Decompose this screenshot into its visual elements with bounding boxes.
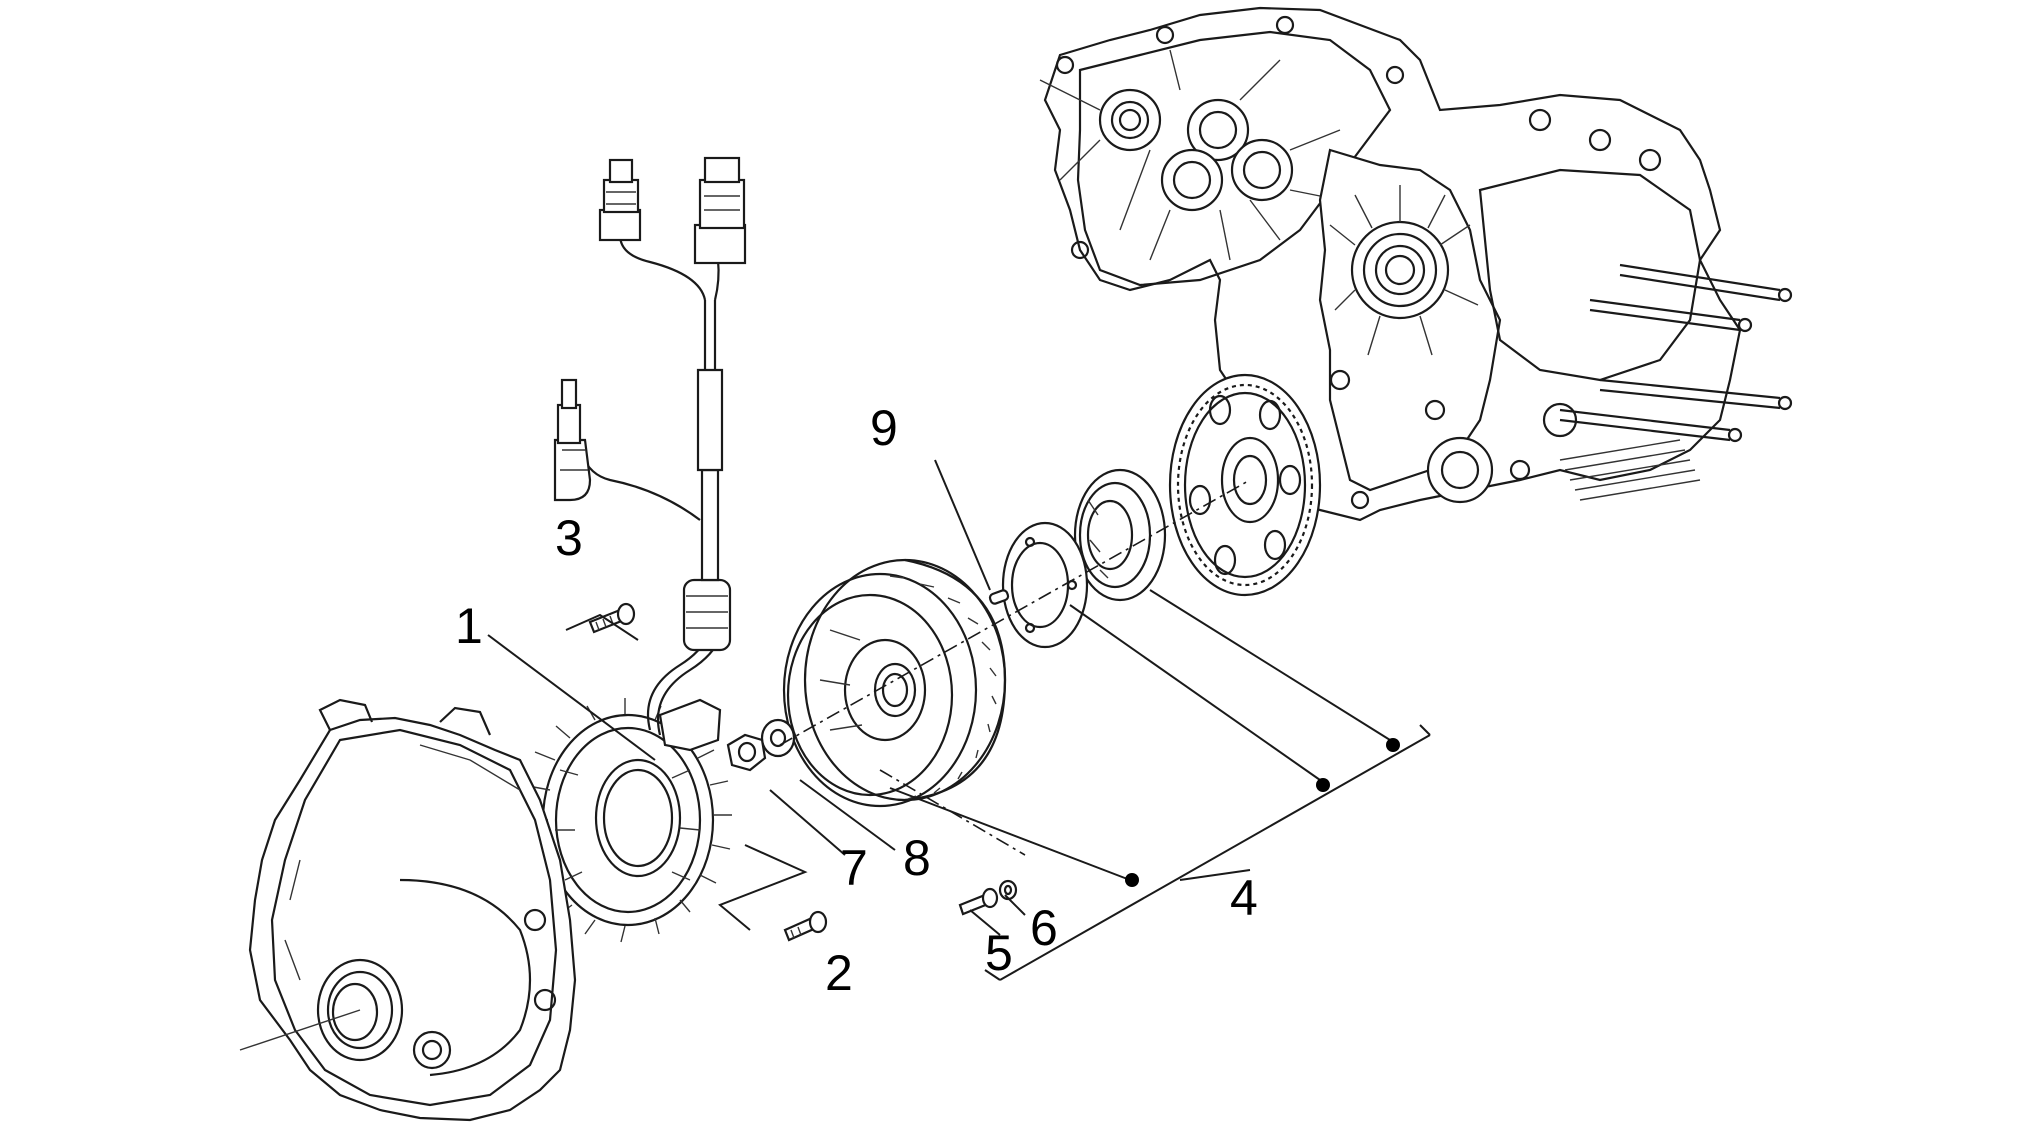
bracket-dot-3 bbox=[1386, 738, 1400, 752]
callout-5: 5 bbox=[985, 925, 1013, 981]
bracket-dot-2 bbox=[1316, 778, 1330, 792]
freewheel-clutch bbox=[1073, 468, 1167, 602]
callout-2: 2 bbox=[825, 945, 853, 1001]
washer bbox=[760, 718, 796, 758]
engine-crankcase bbox=[1039, 6, 1793, 522]
screw-3 bbox=[588, 602, 636, 634]
flywheel-rotor bbox=[782, 558, 1007, 808]
washer-6 bbox=[998, 879, 1018, 901]
callout-6: 6 bbox=[1030, 900, 1058, 956]
callout-4: 4 bbox=[1230, 870, 1258, 926]
callout-1: 1 bbox=[455, 598, 483, 654]
flywheel-nut bbox=[726, 733, 767, 772]
generator-cover bbox=[239, 698, 577, 1122]
callout-8: 8 bbox=[903, 830, 931, 886]
screw-2 bbox=[783, 910, 828, 942]
callout-3: 3 bbox=[555, 510, 583, 566]
screw-5 bbox=[958, 887, 999, 916]
callout-7: 7 bbox=[840, 840, 868, 896]
bracket-dot-1 bbox=[1125, 873, 1139, 887]
wiring-harness bbox=[553, 156, 747, 736]
callout-9: 9 bbox=[870, 400, 898, 456]
callout-labels: 1 2 3 4 5 6 7 8 9 bbox=[455, 400, 1258, 1001]
gasket-plate bbox=[1001, 521, 1089, 649]
stator bbox=[526, 698, 732, 943]
leader-lines bbox=[487, 459, 1431, 981]
woodruff-key bbox=[988, 589, 1010, 605]
starter-gear bbox=[1168, 373, 1322, 597]
